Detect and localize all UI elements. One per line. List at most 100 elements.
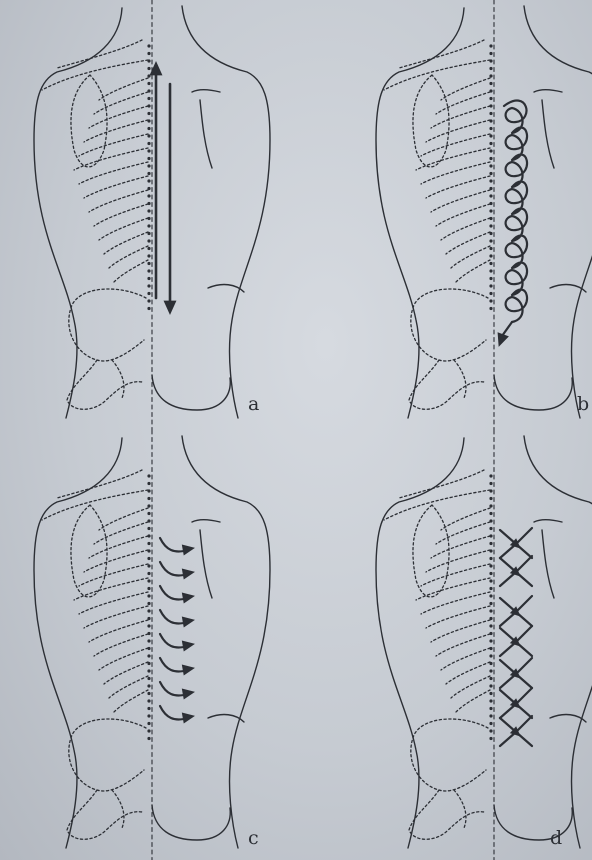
- curved-stroke-arrowhead-5: [182, 641, 194, 651]
- vertebra-dot: [489, 164, 492, 167]
- vertebra-dot: [147, 692, 150, 695]
- cross-stroke-d-2: [500, 572, 516, 586]
- back-outline-group: [34, 0, 270, 430]
- back-outline-group: [376, 0, 592, 430]
- vertebra-dot: [147, 474, 150, 477]
- vertebra-dot: [147, 497, 150, 500]
- rib-9: [89, 190, 148, 212]
- rib-7: [421, 162, 490, 184]
- vertebra-dot: [147, 202, 150, 205]
- buttock-outline: [494, 375, 572, 410]
- rib-11: [99, 648, 148, 670]
- cross-stroke-b-1: [516, 528, 532, 544]
- vertebra-dot: [147, 729, 150, 732]
- spiral-stroke: [504, 101, 527, 322]
- vertebra-dot: [147, 624, 150, 627]
- rib-1: [441, 508, 490, 530]
- left-body-outline: [34, 8, 122, 418]
- vertebra-dot: [489, 699, 492, 702]
- rib-13: [109, 676, 148, 698]
- back-diagram-c: [0, 430, 296, 860]
- vertebra-dot: [489, 232, 492, 235]
- vertebra-dot: [147, 527, 150, 530]
- vertebra-dot: [489, 224, 492, 227]
- vertebra-dot: [147, 172, 150, 175]
- rib-3: [431, 536, 490, 558]
- vertebra-dot: [147, 714, 150, 717]
- cross-stroke-c-1: [516, 544, 532, 558]
- back-diagram-a: [0, 0, 296, 430]
- scapula-line-2: [200, 530, 212, 598]
- rib-12: [446, 232, 490, 254]
- rib-13: [451, 676, 490, 698]
- right-body-outline: [182, 436, 270, 848]
- panel-b: b: [296, 0, 592, 430]
- cross-stroke-c-2: [516, 572, 532, 586]
- vertebra-dot: [147, 284, 150, 287]
- vertebra-dot: [489, 692, 492, 695]
- vertebra-dot: [147, 654, 150, 657]
- rib-8: [84, 606, 148, 628]
- vertebra-dot: [147, 684, 150, 687]
- rib-10: [436, 634, 490, 656]
- rib-14: [114, 690, 148, 712]
- rib-11: [441, 218, 490, 240]
- scapula-line-2: [542, 100, 554, 168]
- vertebra-dot: [489, 89, 492, 92]
- vertebra-dot: [489, 284, 492, 287]
- vertebra-dot: [489, 74, 492, 77]
- vertebra-dot: [489, 52, 492, 55]
- cross-stroke-d-4: [500, 642, 516, 656]
- rib-10: [94, 204, 148, 226]
- vertebra-dot: [489, 549, 492, 552]
- scapula-line-2: [200, 100, 212, 168]
- curved-stroke-arrowhead-2: [182, 569, 194, 579]
- cross-stroke-b-2: [516, 556, 532, 572]
- vertebra-dot: [489, 474, 492, 477]
- vertebra-dot: [147, 662, 150, 665]
- left-ilium: [411, 719, 488, 791]
- vertebra-dot: [489, 104, 492, 107]
- vertebra-dot: [489, 134, 492, 137]
- vertebra-dot: [489, 149, 492, 152]
- vertebra-dot: [147, 707, 150, 710]
- panel-c: c: [0, 430, 296, 860]
- curved-stroke-arrowhead-7: [182, 689, 194, 699]
- vertebra-dot: [147, 52, 150, 55]
- left-body-outline: [376, 8, 464, 418]
- rib-7: [79, 592, 148, 614]
- curved-stroke-arrowhead-6: [182, 665, 194, 675]
- vertebra-dot: [489, 292, 492, 295]
- rib-5: [421, 134, 490, 156]
- rib-5: [79, 134, 148, 156]
- curved-stroke-arrowhead-3: [182, 593, 194, 603]
- vertebra-dot: [489, 82, 492, 85]
- vertebra-dot: [147, 224, 150, 227]
- vertebra-dot: [147, 737, 150, 740]
- vertebra-dot: [489, 59, 492, 62]
- vertebra-dot: [147, 67, 150, 70]
- vertebra-dot: [489, 482, 492, 485]
- vertebra-dot: [147, 194, 150, 197]
- buttock-outline: [152, 375, 230, 410]
- rib-12: [446, 662, 490, 684]
- left-body-outline: [34, 438, 122, 848]
- vertebra-dot: [147, 564, 150, 567]
- vertebra-dot: [147, 247, 150, 250]
- vertebra-dot: [147, 164, 150, 167]
- cross-stroke-c-6: [516, 704, 532, 718]
- vertebra-dot: [489, 572, 492, 575]
- vertebra-dot: [147, 534, 150, 537]
- rib-12: [104, 232, 148, 254]
- rib-4: [426, 550, 490, 572]
- cross-stroke-d-1: [500, 544, 516, 558]
- vertebra-dot: [147, 594, 150, 597]
- vertebra-dot: [147, 617, 150, 620]
- vertebra-dot: [489, 44, 492, 47]
- cross-stroke-b-6: [516, 688, 532, 704]
- scapula-line-2: [542, 530, 554, 598]
- vertebra-dot: [147, 677, 150, 680]
- vertebra-dot: [489, 194, 492, 197]
- left-ilium: [69, 719, 146, 791]
- cross-stroke-d-7: [500, 732, 516, 746]
